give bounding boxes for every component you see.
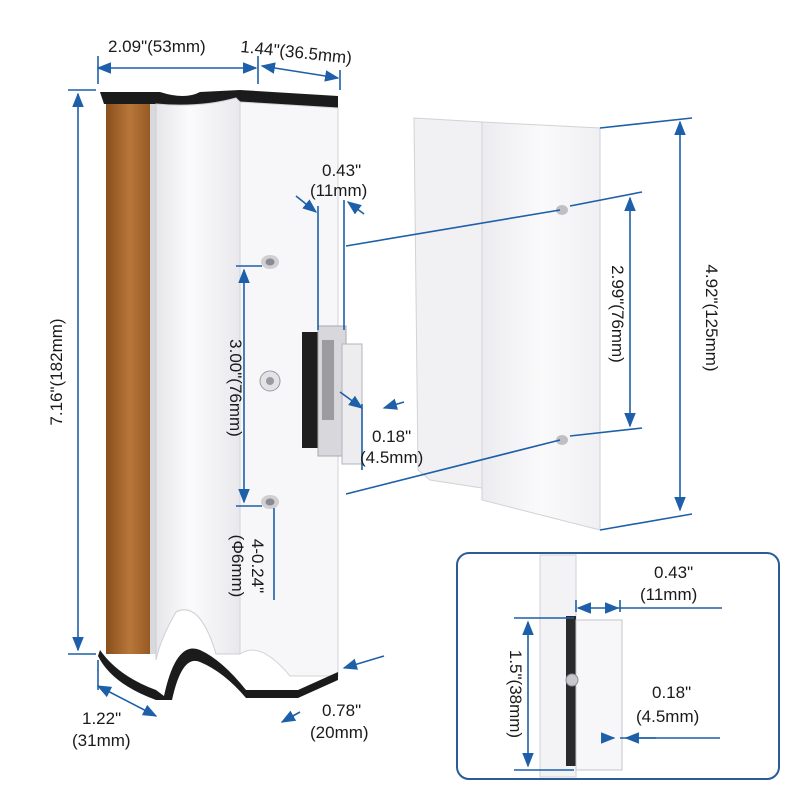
plate-hole-top bbox=[556, 205, 568, 215]
dim-bottom-width: 0.78" bbox=[322, 701, 361, 720]
dim-overall-height: 7.16"(182mm) bbox=[47, 318, 66, 425]
detail-latch-offset: 0.43" bbox=[654, 563, 693, 582]
dim-plate-hole-spacing: 2.99"(76mm) bbox=[608, 265, 627, 363]
dim-latch-offset: 0.43" bbox=[322, 161, 361, 180]
dim-bottom-depth: 1.22" bbox=[82, 709, 121, 728]
dim-hole-spacing: 3.00"(76mm) bbox=[226, 339, 245, 437]
detail-latch-depth: 0.18" bbox=[652, 683, 691, 702]
detail-latch-depth-mm: (4.5mm) bbox=[636, 707, 699, 726]
detail-latch-height: 1.5"(38mm) bbox=[506, 650, 525, 738]
dim-bottom-width-mm: (20mm) bbox=[310, 723, 369, 742]
dimension-lines bbox=[68, 56, 693, 723]
dim-top-width-b: 1.44"(36.5mm) bbox=[240, 37, 353, 68]
detail-latch bbox=[575, 619, 623, 771]
mount-hole-bottom bbox=[261, 495, 279, 509]
mount-screw-middle bbox=[259, 370, 281, 392]
handle-body bbox=[98, 90, 363, 700]
dim-latch-depth: 0.18" bbox=[372, 427, 411, 446]
dim-plate-height: 4.92"(125mm) bbox=[702, 264, 721, 371]
handle-front-face bbox=[155, 97, 241, 661]
mount-hole-top bbox=[261, 255, 279, 269]
plate-hole-bottom bbox=[556, 435, 568, 445]
dim-hole-size-mm: (Φ6mm) bbox=[228, 535, 247, 598]
latch-hook bbox=[302, 325, 363, 465]
dim-top-width-a: 2.09"(53mm) bbox=[108, 37, 206, 56]
detail-inset: 0.43" (11mm) 1.5"(38mm) 0.18" (4.5mm) bbox=[456, 552, 780, 780]
detail-latch-offset-mm: (11mm) bbox=[640, 585, 697, 604]
wood-insert bbox=[106, 104, 154, 654]
handle-top-cap bbox=[100, 90, 338, 108]
strike-plate bbox=[413, 117, 601, 531]
dim-hole-size: 4-0.24" bbox=[248, 539, 267, 593]
dim-bottom-depth-mm: (31mm) bbox=[72, 731, 131, 750]
handle-side-face bbox=[239, 101, 339, 677]
dim-latch-depth-mm: (4.5mm) bbox=[360, 448, 423, 467]
dim-latch-offset-mm: (11mm) bbox=[310, 181, 367, 200]
